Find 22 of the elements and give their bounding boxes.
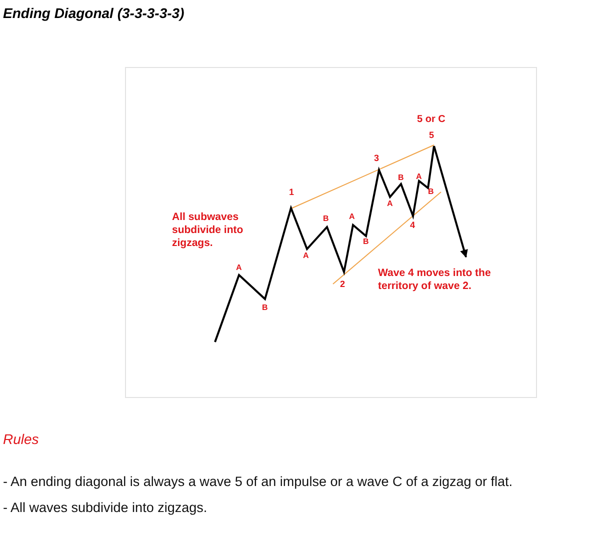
wave-label: A bbox=[349, 212, 355, 221]
title: Ending Diagonal (3-3-3-3-3) bbox=[3, 5, 184, 21]
wave-label: B bbox=[398, 173, 404, 182]
wave-label: 2 bbox=[340, 279, 346, 289]
wave-label: 1 bbox=[289, 187, 294, 197]
wave-label: B bbox=[363, 237, 369, 246]
wave-label: 5 bbox=[429, 130, 434, 140]
wave-label: B bbox=[323, 214, 329, 223]
wave-label: B bbox=[262, 303, 268, 312]
wave-label: 5 or C bbox=[417, 114, 446, 125]
section-heading: Rules bbox=[3, 431, 39, 447]
wave-label: A bbox=[416, 172, 422, 181]
wave-label: 3 bbox=[374, 153, 380, 163]
rule-text: - All waves subdivide into zigzags. bbox=[3, 500, 208, 515]
wave-label: A bbox=[236, 263, 242, 272]
wave-label: A bbox=[303, 251, 309, 260]
annotation-text: Wave 4 moves into the territory of wave 2. bbox=[378, 267, 492, 293]
wave-label: B bbox=[428, 187, 434, 196]
rule-text: - An ending diagonal is always a wave 5 of an impulse or a wave C of a zigzag or flat. bbox=[3, 474, 513, 489]
annotation-text: All subwaves subdivide into zigzags. bbox=[172, 211, 244, 250]
wave-label: A bbox=[387, 199, 393, 208]
wave-label: 4 bbox=[410, 220, 416, 230]
